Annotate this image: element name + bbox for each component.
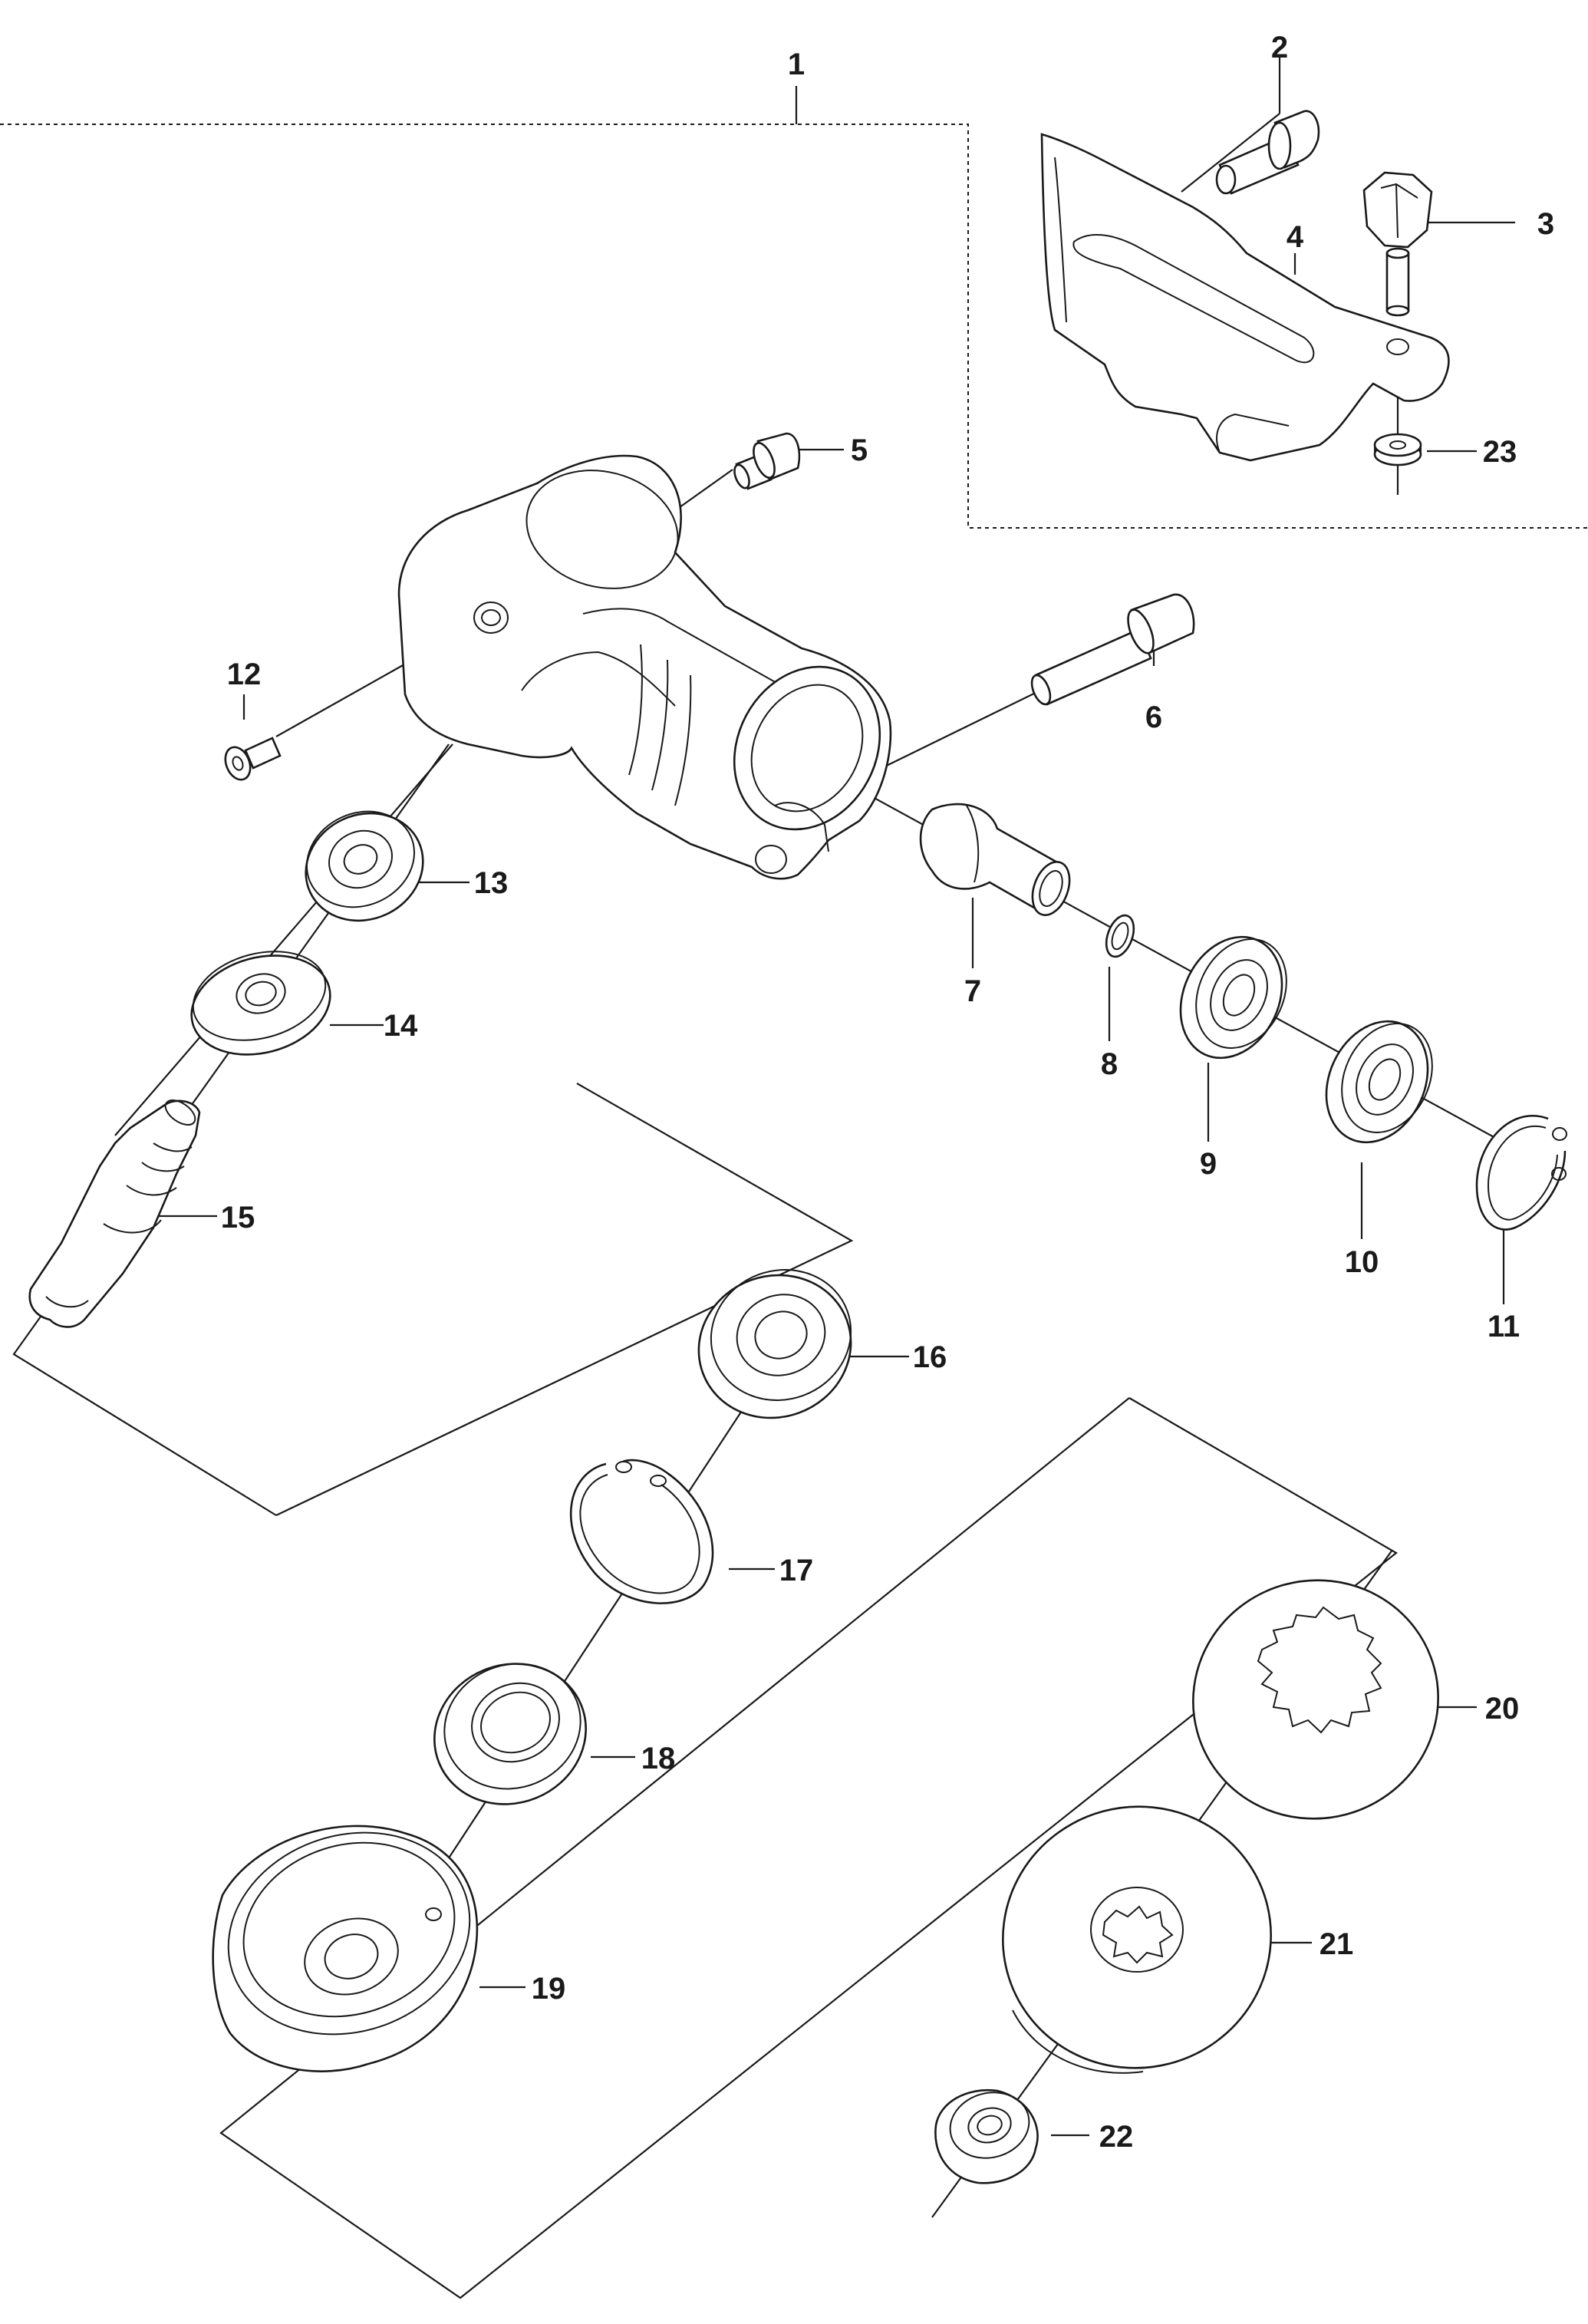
washer-part-23 [1373,433,1422,466]
support-cup-part-21 [1002,1805,1272,2074]
screw-part-12 [224,737,282,781]
callout-17: 17 [779,1554,814,1587]
shaft-part-15 [28,1099,201,1328]
callout-22: 22 [1099,2120,1134,2154]
callout-4: 4 [1287,220,1304,254]
bushing-part-7 [919,803,1071,916]
nut-part-22 [934,2088,1039,2184]
circlip-part-8 [1105,914,1135,958]
callout-20: 20 [1485,1692,1520,1726]
circlip-part-11 [1475,1114,1567,1231]
callout-labels: 1 2 3 4 5 6 7 8 9 10 11 12 13 14 15 16 1… [221,31,1554,2154]
bearing-part-10 [1325,1020,1433,1144]
subassembly-frames [12,743,1398,2299]
callout-13: 13 [474,866,509,900]
assembly-bracket-1 [0,86,1588,529]
callout-11: 11 [1488,1310,1520,1343]
callout-5: 5 [851,433,868,467]
bearing-part-13 [305,810,424,922]
callout-3: 3 [1537,207,1554,241]
cover-part-19 [212,1825,479,2072]
gear-housing [397,454,892,880]
screw-part-2 [1215,110,1320,195]
callout-23: 23 [1483,435,1517,469]
callout-9: 9 [1200,1147,1217,1181]
callout-8: 8 [1101,1047,1118,1081]
callout-6: 6 [1145,700,1162,734]
callout-18: 18 [641,1742,676,1775]
callout-7: 7 [964,974,981,1008]
callout-16: 16 [913,1340,947,1374]
lock-washer-part-20 [1192,1579,1439,1820]
bearing-part-16 [697,1269,852,1419]
callout-1: 1 [788,48,805,81]
callout-15: 15 [221,1201,255,1235]
callout-2: 2 [1271,31,1288,64]
pin-part-3 [1362,171,1433,317]
plug-part-5 [733,432,801,490]
circlip-part-17 [569,1459,714,1604]
callout-12: 12 [227,658,262,691]
bolt-part-6 [1030,593,1195,706]
bearing-part-9 [1179,935,1287,1060]
guard-part-4 [1040,133,1450,462]
callout-10: 10 [1345,1245,1379,1279]
callout-21: 21 [1319,1927,1354,1961]
callout-19: 19 [532,1972,566,2006]
seal-part-18 [433,1663,587,1805]
seal-part-14 [190,951,331,1056]
callout-14: 14 [384,1009,418,1043]
